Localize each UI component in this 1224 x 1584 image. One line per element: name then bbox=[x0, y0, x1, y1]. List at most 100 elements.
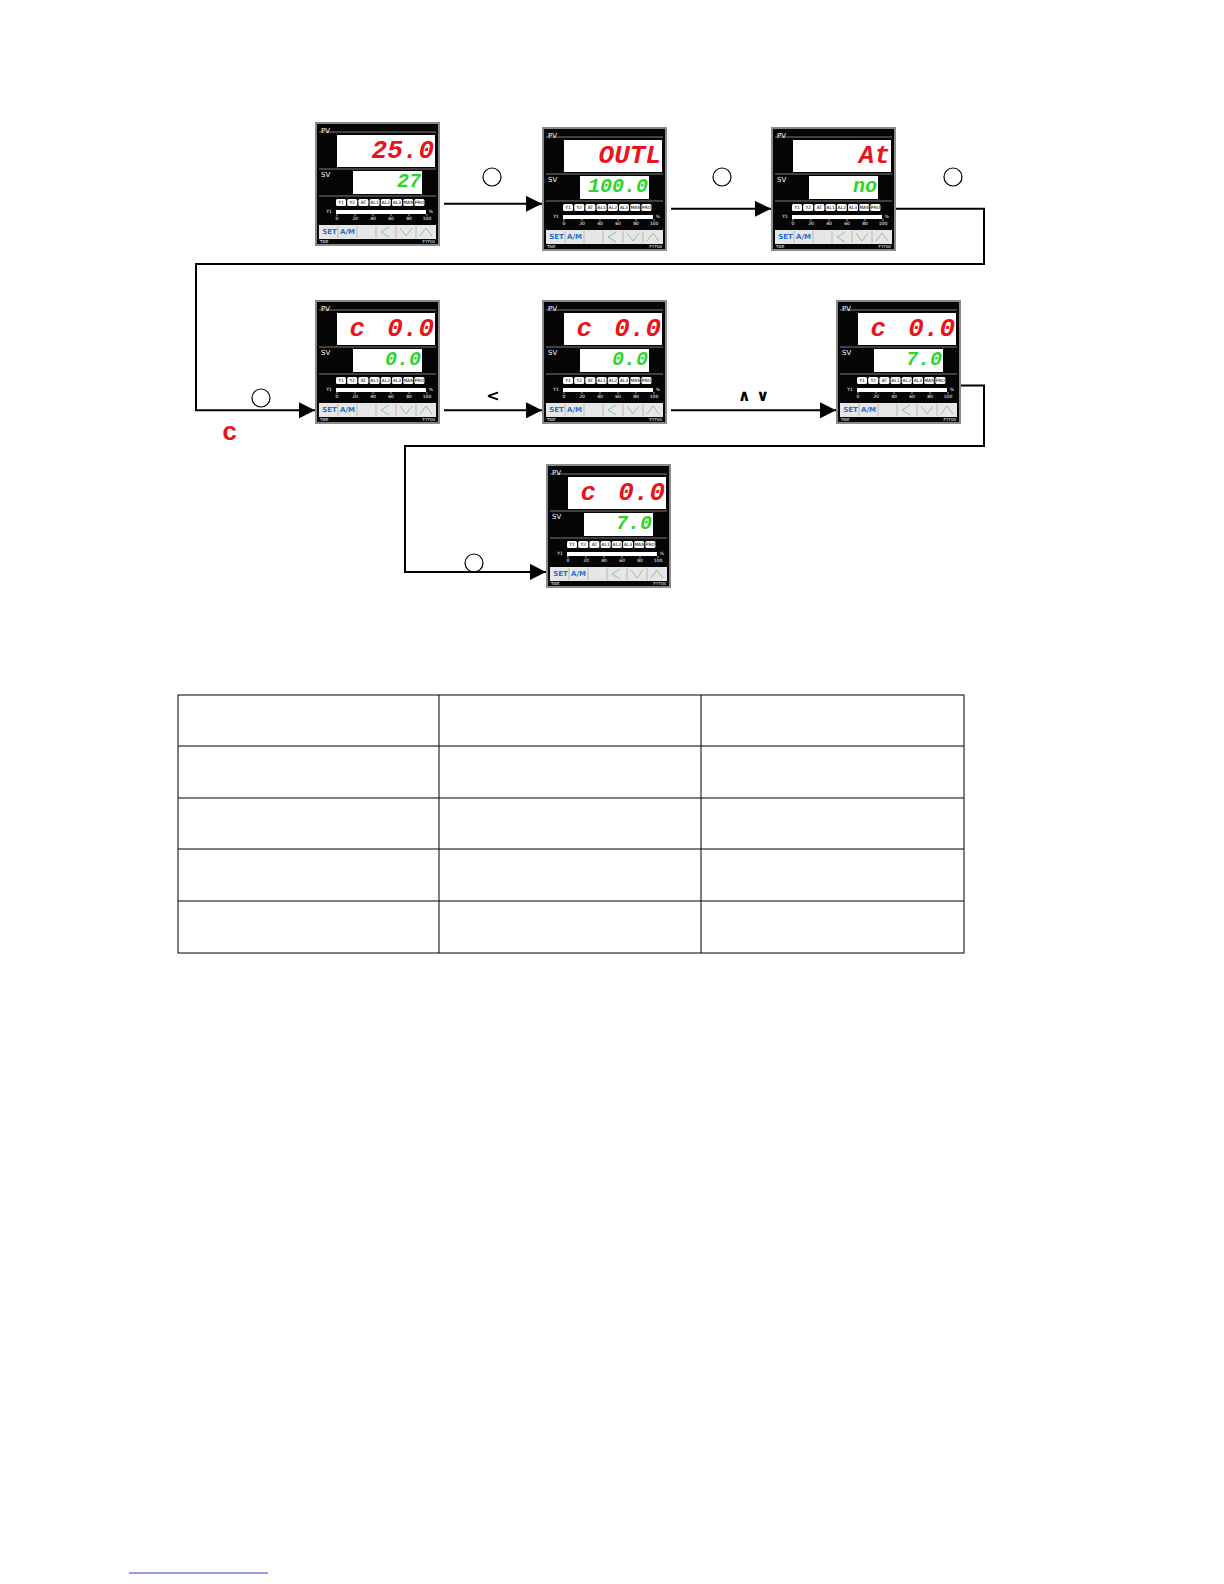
pv-label: PV bbox=[842, 305, 856, 313]
indicator-label: Y2 bbox=[574, 204, 584, 211]
indicator-label: AT bbox=[358, 199, 368, 206]
brand-label: TAIE bbox=[551, 581, 571, 586]
key-label: SET bbox=[548, 404, 565, 416]
bar-label: Y1 bbox=[551, 387, 561, 393]
indicator-label: MAN bbox=[630, 204, 640, 211]
scale-number: 40 bbox=[595, 394, 605, 400]
pv-display: c 0.0 bbox=[568, 477, 665, 509]
controller-panel: PVAtSVnoY1Y2ATAL1AL2AL3MANPROY1020406080… bbox=[771, 127, 896, 251]
scale-number: 100 bbox=[422, 216, 432, 222]
scale-number: 20 bbox=[577, 221, 587, 227]
scale-number: 100 bbox=[649, 221, 659, 227]
flow-arrow bbox=[671, 409, 836, 411]
indicator-label: Y2 bbox=[574, 377, 584, 384]
key-label: SET bbox=[552, 568, 569, 580]
indicator-label: AL1 bbox=[370, 377, 380, 384]
indicator-label: Y2 bbox=[578, 541, 588, 548]
model-label: FY700 bbox=[642, 244, 662, 249]
scale-number: 60 bbox=[907, 394, 917, 400]
bar-label: Y1 bbox=[845, 387, 855, 393]
indicator-label: AL2 bbox=[381, 377, 391, 384]
key-label: A/M bbox=[339, 226, 356, 238]
pv-label: PV bbox=[321, 305, 335, 313]
indicator-label: Y1 bbox=[563, 204, 573, 211]
indicator-label: PRO bbox=[414, 377, 424, 384]
indicator-label: AL3 bbox=[619, 204, 629, 211]
sv-display: 7.0 bbox=[584, 512, 652, 536]
model-label: FY700 bbox=[642, 417, 662, 422]
indicator-label: AT bbox=[585, 377, 595, 384]
percent-sign: % bbox=[654, 214, 662, 220]
indicator-label: PRO bbox=[641, 204, 651, 211]
scale-number: 0 bbox=[559, 394, 569, 400]
controller-panel: PVOUTLSV100.0Y1Y2ATAL1AL2AL3MANPROY10204… bbox=[542, 127, 667, 251]
pv-display: 25.0 bbox=[337, 135, 434, 167]
flow-arrow bbox=[405, 386, 984, 572]
sv-display: no bbox=[809, 175, 877, 199]
indicator-label: MAN bbox=[634, 541, 644, 548]
percent-sign: % bbox=[427, 209, 435, 215]
sv-label: SV bbox=[321, 171, 335, 179]
scale-number: 60 bbox=[613, 221, 623, 227]
bar-label: Y1 bbox=[780, 214, 790, 220]
controller-panel: PVc 0.0SV7.0Y1Y2ATAL1AL2AL3MANPROY102040… bbox=[836, 300, 961, 424]
indicator-label: AL1 bbox=[597, 377, 607, 384]
scale-number: 40 bbox=[889, 394, 899, 400]
controller-panel: PVc 0.0SV7.0Y1Y2ATAL1AL2AL3MANPROY102040… bbox=[546, 464, 671, 588]
pv-label: PV bbox=[777, 132, 791, 140]
indicator-label: AL2 bbox=[608, 377, 618, 384]
indicator-label: AL1 bbox=[601, 541, 611, 548]
indicator-label: Y1 bbox=[567, 541, 577, 548]
indicator-label: AL2 bbox=[837, 204, 847, 211]
indicator-label: AL1 bbox=[597, 204, 607, 211]
key-label: SET bbox=[321, 404, 338, 416]
empty-table bbox=[178, 695, 964, 953]
indicator-label: AL2 bbox=[381, 199, 391, 206]
indicator-label: MAN bbox=[924, 377, 934, 384]
percent-sign: % bbox=[658, 551, 666, 557]
scale-number: 20 bbox=[577, 394, 587, 400]
indicator-label: AL1 bbox=[826, 204, 836, 211]
pv-display: At bbox=[793, 140, 890, 172]
scale-number: 80 bbox=[635, 558, 645, 564]
percent-sign: % bbox=[883, 214, 891, 220]
indicator-label: PRO bbox=[935, 377, 945, 384]
key-label: A/M bbox=[566, 404, 583, 416]
indicator-label: Y2 bbox=[347, 199, 357, 206]
flow-arrow bbox=[444, 203, 542, 205]
key-label: A/M bbox=[860, 404, 877, 416]
controller-panel: PVc 0.0SV0.0Y1Y2ATAL1AL2AL3MANPROY102040… bbox=[542, 300, 667, 424]
scale-number: 100 bbox=[422, 394, 432, 400]
scale-number: 0 bbox=[788, 221, 798, 227]
key-symbol: < bbox=[483, 387, 502, 405]
brand-label: TAIE bbox=[320, 239, 340, 244]
footer-rule bbox=[129, 1573, 268, 1574]
indicator-label: AT bbox=[358, 377, 368, 384]
key-label: A/M bbox=[795, 231, 812, 243]
scale-number: 0 bbox=[559, 221, 569, 227]
scale-number: 40 bbox=[368, 394, 378, 400]
pv-display: OUTL bbox=[564, 140, 661, 172]
key-label: SET bbox=[548, 231, 565, 243]
indicator-label: Y1 bbox=[857, 377, 867, 384]
pv-label: PV bbox=[321, 127, 335, 135]
brand-label: TAIE bbox=[547, 417, 567, 422]
indicator-label: AL1 bbox=[370, 199, 380, 206]
model-label: FY700 bbox=[415, 417, 435, 422]
sv-label: SV bbox=[321, 349, 335, 357]
indicator-label: AL3 bbox=[848, 204, 858, 211]
key-label: A/M bbox=[570, 568, 587, 580]
key-label: SET bbox=[777, 231, 794, 243]
scale-number: 20 bbox=[581, 558, 591, 564]
indicator-label: AT bbox=[585, 204, 595, 211]
sv-display: 0.0 bbox=[353, 348, 421, 372]
sv-label: SV bbox=[777, 176, 791, 184]
indicator-label: AL1 bbox=[891, 377, 901, 384]
controller-panel: PV25.0SV27Y1Y2ATAL1AL2AL3MANPROY10204060… bbox=[315, 122, 440, 246]
indicator-label: PRO bbox=[641, 377, 651, 384]
brand-label: TAIE bbox=[776, 244, 796, 249]
indicator-label: MAN bbox=[403, 199, 413, 206]
indicator-label: Y1 bbox=[336, 199, 346, 206]
indicator-label: Y1 bbox=[792, 204, 802, 211]
